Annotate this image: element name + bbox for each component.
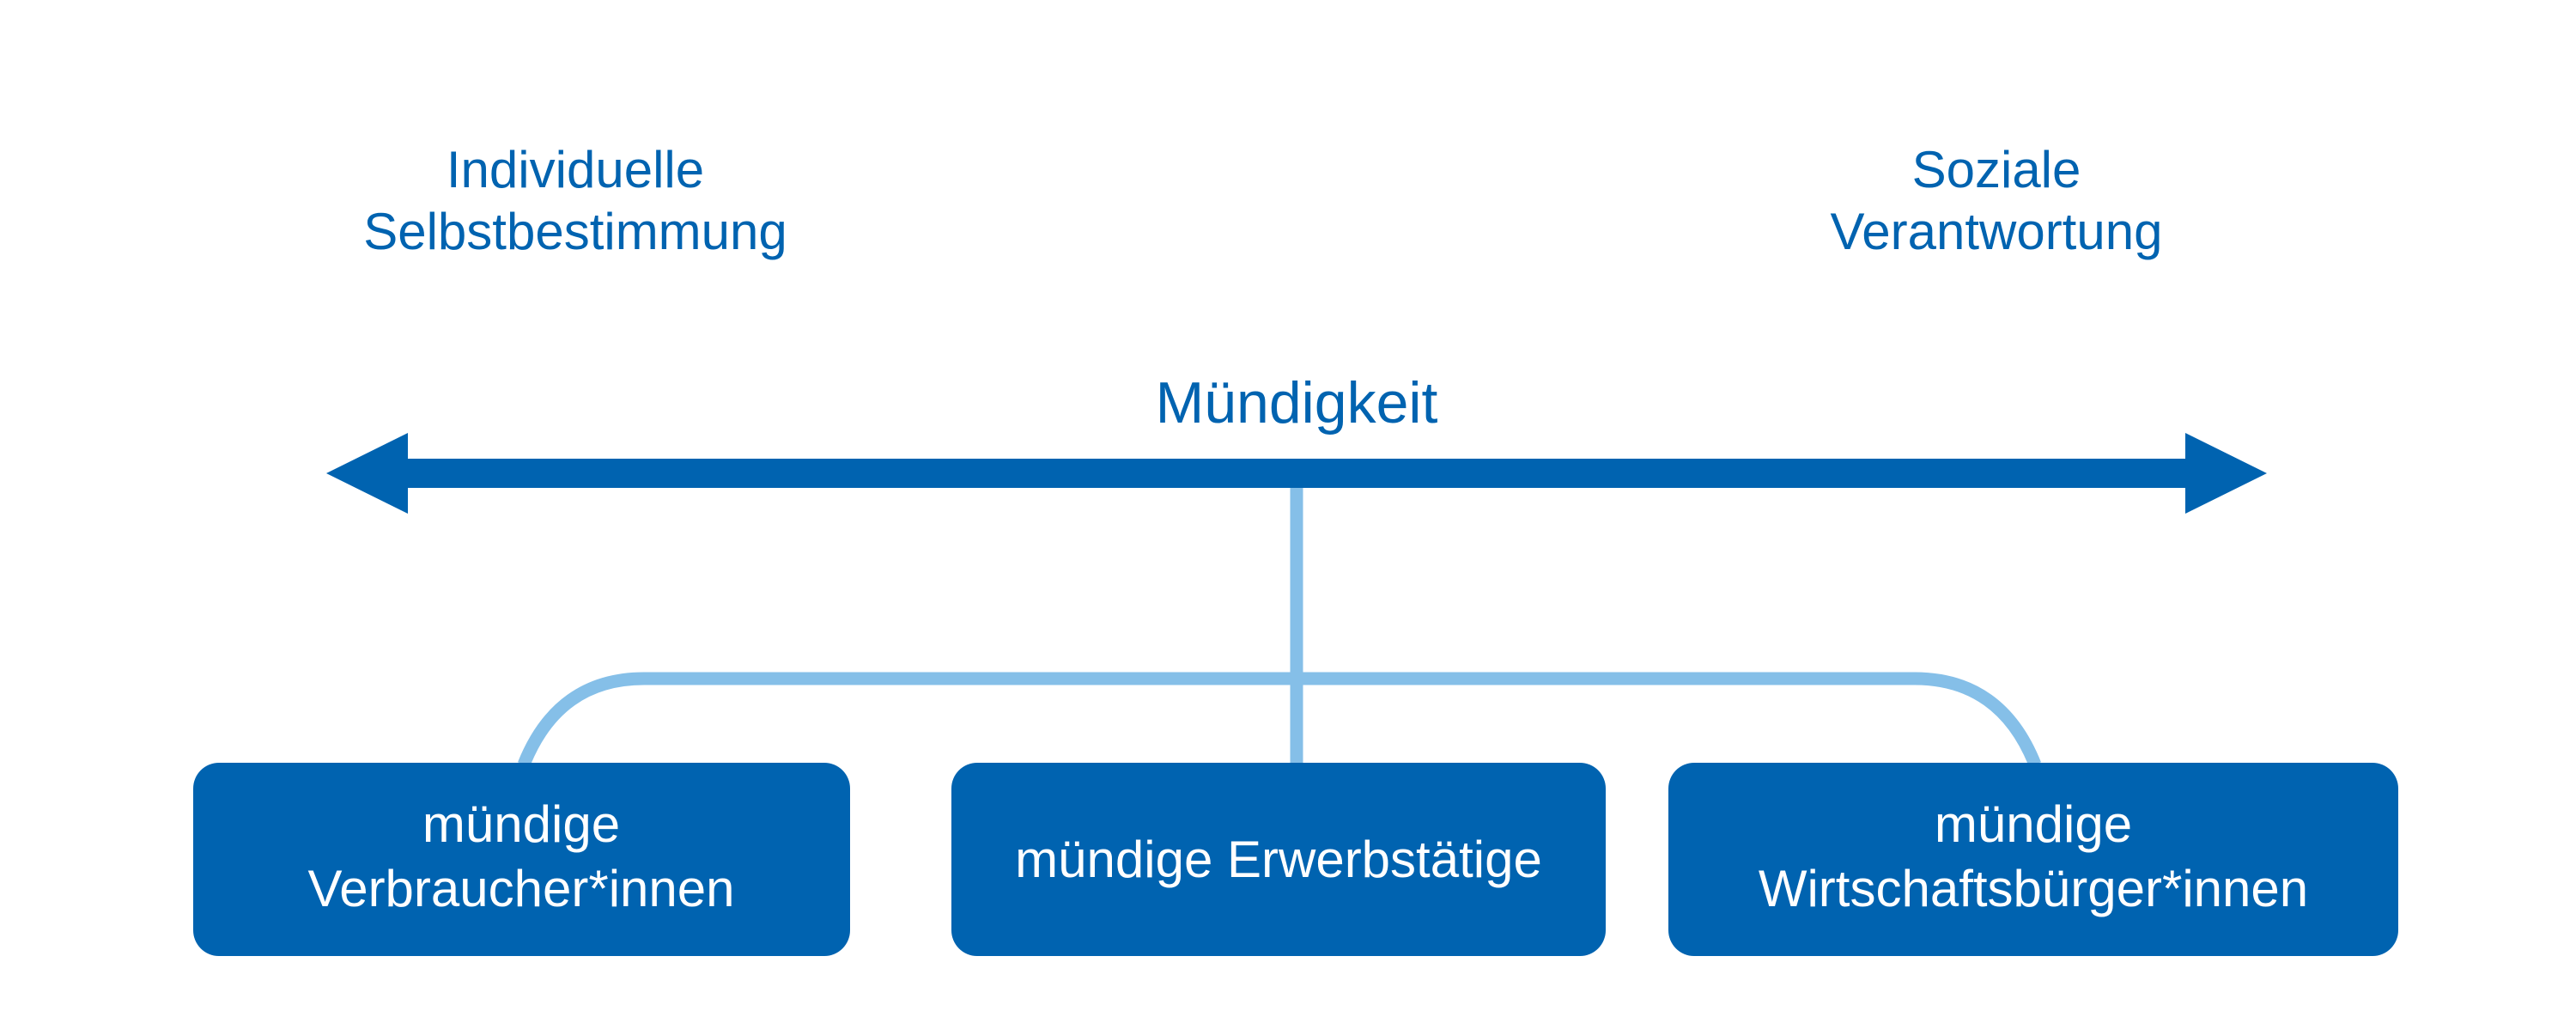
right-pole-label: Soziale Verantwortung (1831, 141, 2163, 260)
left-pole-line2: Selbstbestimmung (363, 203, 787, 260)
left-pole-line1: Individuelle (447, 141, 704, 198)
double-arrow-axis (326, 433, 2267, 514)
box-wirtschaftsbuerger-line2: Wirtschaftsbürger*innen (1759, 860, 2308, 917)
box-verbraucher: mündige Verbraucher*innen (193, 763, 850, 956)
right-pole-line2: Verantwortung (1831, 203, 2163, 260)
left-pole-label: Individuelle Selbstbestimmung (363, 141, 787, 260)
box-erwerbstaetige-background (951, 763, 1606, 956)
box-verbraucher-background (193, 763, 850, 956)
box-wirtschaftsbuerger-background (1668, 763, 2398, 956)
box-wirtschaftsbuerger-line1: mündige (1935, 795, 2132, 853)
horizontal-connector (518, 672, 2041, 767)
box-erwerbstaetige-line1: mündige Erwerbstätige (1015, 831, 1542, 888)
box-wirtschaftsbuerger: mündige Wirtschaftsbürger*innen (1668, 763, 2398, 956)
axis-label: Mündigkeit (1156, 370, 1438, 435)
arrow-left-icon (326, 433, 408, 514)
box-verbraucher-line2: Verbraucher*innen (307, 860, 734, 917)
box-erwerbstaetige: mündige Erwerbstätige (951, 763, 1606, 956)
box-verbraucher-line1: mündige (422, 795, 620, 853)
arrow-right-icon (2185, 433, 2267, 514)
right-pole-line1: Soziale (1912, 141, 2081, 198)
axis-shaft (404, 459, 2190, 488)
connectors (518, 481, 2041, 767)
